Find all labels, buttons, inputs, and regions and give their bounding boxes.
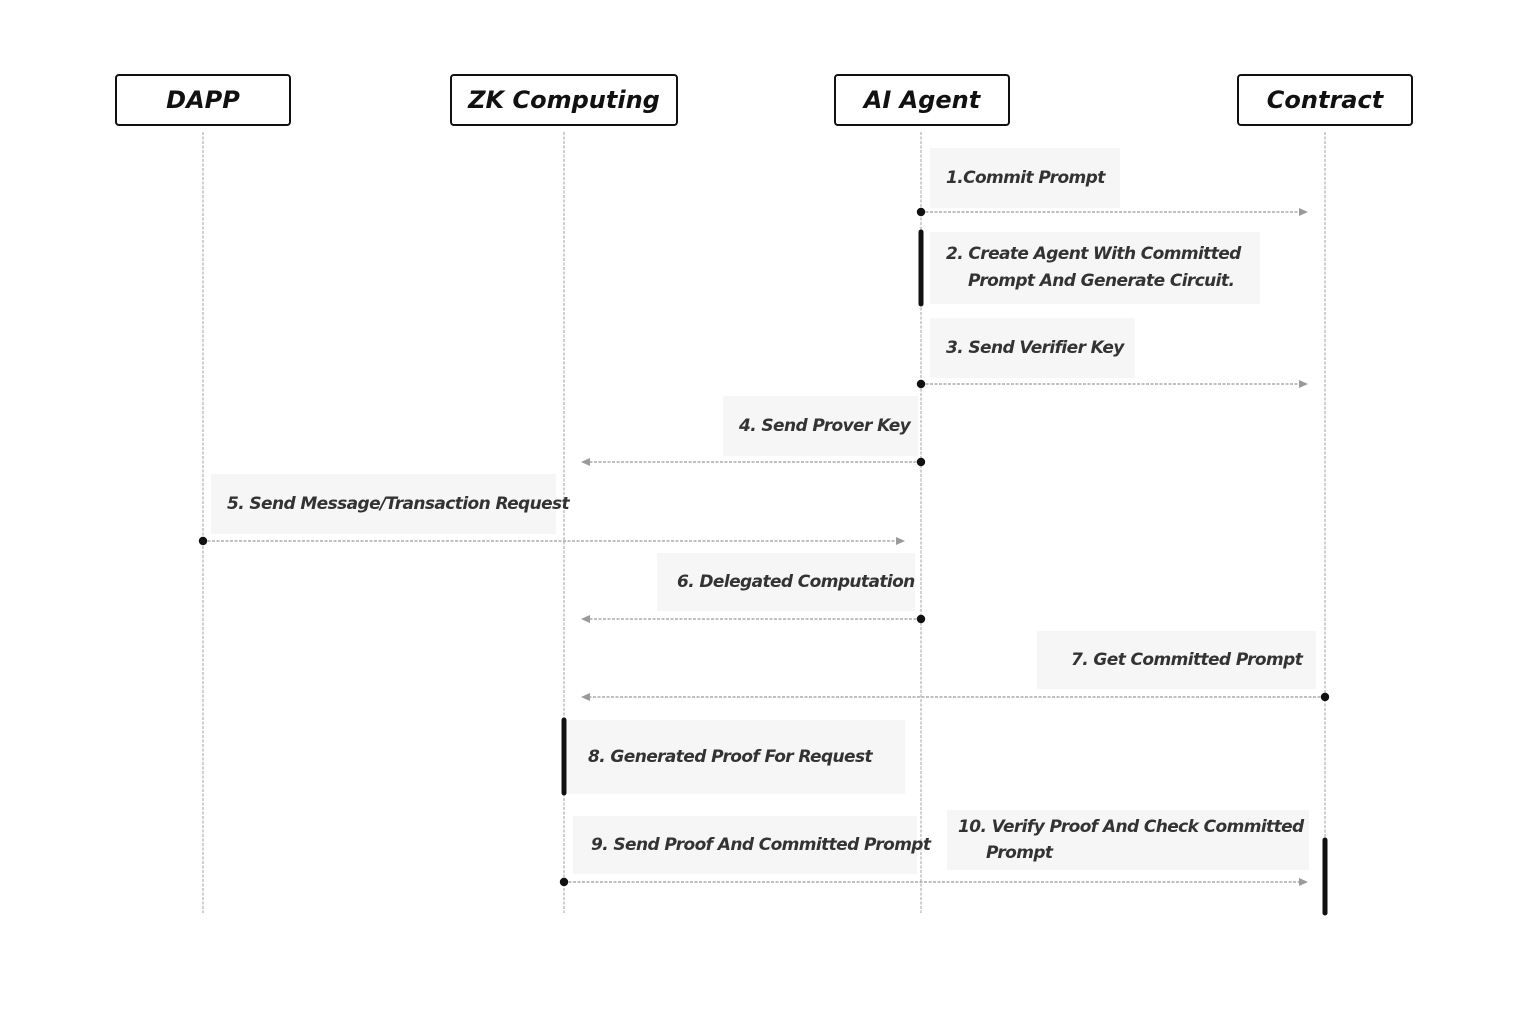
activation-bars — [561, 229, 1328, 916]
message-text-4: 4. Send Prover Key — [739, 415, 911, 436]
actor-ai-agent: AI Agent — [834, 74, 1010, 126]
message-label-7: 7. Get Committed Prompt — [1037, 631, 1316, 689]
message-text-9: 9. Send Proof And Committed Prompt — [591, 834, 931, 855]
actor-zk-computing: ZK Computing — [450, 74, 678, 126]
actor-contract: Contract — [1237, 74, 1413, 126]
message-text-10b: Prompt — [986, 843, 1053, 863]
arrow-head-6 — [581, 615, 590, 623]
arrow-head-5 — [896, 537, 905, 545]
message-label-6: 6. Delegated Computation — [657, 553, 915, 611]
message-text-3: 3. Send Verifier Key — [946, 337, 1124, 358]
message-origin-dot-4 — [916, 457, 926, 467]
message-text-2: 2. Create Agent With Committed — [946, 244, 1241, 264]
actor-dapp: DAPP — [115, 74, 291, 126]
message-text-7: 7. Get Committed Prompt — [1071, 649, 1303, 670]
message-origin-dot-1 — [916, 207, 926, 217]
arrow-head-1 — [1299, 208, 1308, 216]
message-text-1: 1.Commit Prompt — [946, 167, 1105, 188]
message-label-5: 5. Send Message/Transaction Request — [211, 474, 570, 534]
arrow-head-9 — [1299, 878, 1308, 886]
message-label-3: 3. Send Verifier Key — [930, 318, 1135, 378]
message-origin-dot-3 — [916, 379, 926, 389]
message-text-10: 10. Verify Proof And Check Committed — [958, 817, 1304, 837]
message-label-8: 8. Generated Proof For Request — [567, 720, 905, 794]
arrow-head-3 — [1299, 380, 1308, 388]
message-origin-dot-7 — [1320, 692, 1330, 702]
message-label-2: 2. Create Agent With Committed Prompt An… — [930, 232, 1260, 304]
message-text-2b: Prompt And Generate Circuit. — [968, 271, 1235, 291]
message-origin-dot-5 — [198, 536, 208, 546]
message-label-10: 10. Verify Proof And Check Committed Pro… — [947, 810, 1309, 870]
message-arrows — [198, 207, 1330, 887]
message-text-6: 6. Delegated Computation — [677, 571, 915, 592]
message-label-1: 1.Commit Prompt — [930, 148, 1120, 208]
arrow-head-7 — [581, 693, 590, 701]
message-label-9: 9. Send Proof And Committed Prompt — [573, 816, 931, 874]
message-origin-dot-6 — [916, 614, 926, 624]
message-label-4: 4. Send Prover Key — [723, 396, 918, 456]
arrow-head-4 — [581, 458, 590, 466]
message-text-5: 5. Send Message/Transaction Request — [227, 493, 570, 514]
message-origin-dot-9 — [559, 877, 569, 887]
message-text-8: 8. Generated Proof For Request — [588, 746, 873, 767]
